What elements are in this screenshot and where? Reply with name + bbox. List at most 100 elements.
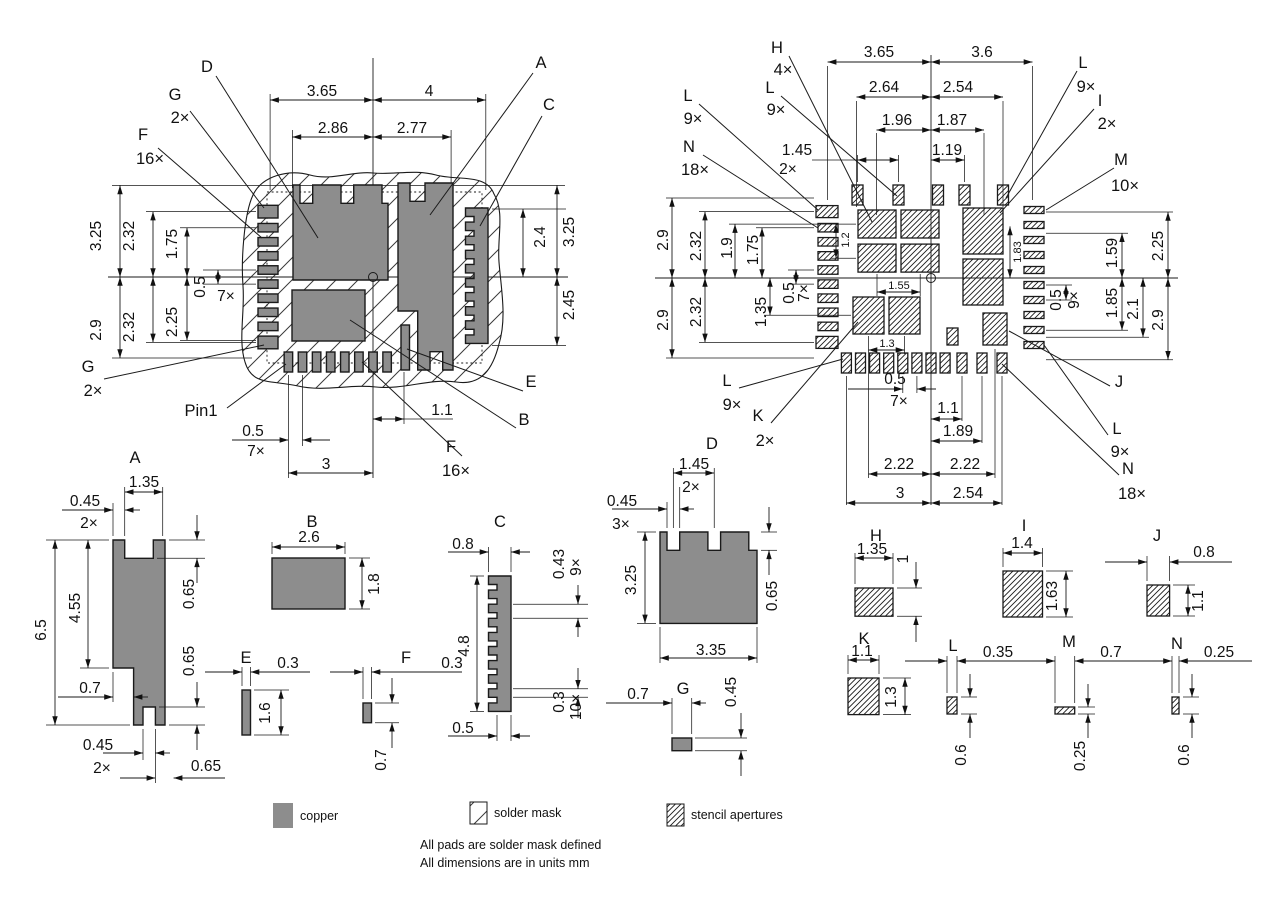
rv-dim-05lq: 7×: [796, 284, 813, 302]
lv-dim-232d: 2.32: [121, 312, 138, 342]
rv-dim-29r: 2.9: [1150, 309, 1167, 331]
detail-i: I 1.4 1.63: [1002, 517, 1073, 618]
legend: copper solder mask stencil apertures: [273, 801, 783, 828]
callout-l5-qty: 9×: [723, 396, 742, 414]
center-mark: [926, 273, 936, 283]
detail-i-title: I: [1022, 517, 1027, 535]
rv-dim-175: 1.75: [745, 235, 762, 265]
detail-l: L 0.35 0.6: [905, 637, 1046, 766]
f-03: 0.3: [441, 655, 463, 672]
detail-c-title: C: [494, 513, 506, 531]
rv-dim-19: 1.9: [719, 237, 736, 259]
stencil-apertures: [815, 184, 1045, 374]
callouts: H 4× L 9× L 9× N 18× L 9× I 2× M 10× J L…: [681, 39, 1146, 503]
h-135: 1.35: [857, 541, 887, 558]
detail-i-shape: [1002, 570, 1044, 618]
d-335: 3.35: [696, 642, 726, 659]
lv-dim-325r: 3.25: [561, 217, 578, 247]
aperture-j: [982, 312, 1008, 346]
a-045tq: 2×: [80, 515, 98, 532]
right-footprint-view: 3.65 3.6 2.64 2.54 1.96 1.87 1.45 2× 1.1…: [655, 39, 1178, 506]
lv-dim-4: 4: [425, 83, 434, 100]
pad-c: [464, 207, 489, 345]
callout-l3-qty: 9×: [1077, 78, 1096, 96]
rv-dim-145: 1.45: [782, 142, 812, 159]
callout-l1: L: [765, 79, 774, 97]
a-045bq: 2×: [93, 760, 111, 777]
d-045: 0.45: [607, 493, 637, 510]
i-163: 1.63: [1044, 581, 1061, 611]
stencil-swatch: [666, 803, 685, 827]
aperture-h: [857, 209, 897, 239]
rv-dim-185: 1.85: [1104, 288, 1121, 318]
callout-f-left-qty: 16×: [136, 150, 164, 168]
note-line1: All pads are solder mask defined: [420, 838, 601, 852]
a-045t: 0.45: [70, 493, 100, 510]
detail-e-title: E: [240, 649, 251, 667]
legend-stencil: stencil apertures: [691, 808, 783, 822]
lv-dim-11: 1.1: [431, 402, 453, 419]
dimension-lines: [117, 97, 560, 476]
detail-a-title: A: [129, 449, 140, 467]
solder-mask-swatch: [469, 801, 488, 825]
callout-e: E: [525, 373, 536, 391]
k-11: 1.1: [851, 643, 873, 660]
d-065: 0.65: [764, 581, 781, 611]
callout-j: J: [1115, 373, 1123, 391]
i-14: 1.4: [1011, 535, 1033, 552]
rv-dim-11: 1.1: [937, 400, 959, 417]
pad-g-bottom: [257, 335, 279, 350]
detail-h-shape: [854, 587, 894, 617]
callout-l3: L: [1078, 54, 1087, 72]
rv-dim-365: 3.65: [864, 44, 894, 61]
detail-h: H 1.35 1: [854, 527, 922, 642]
detail-n-title: N: [1171, 635, 1183, 653]
pad-g-top: [257, 204, 279, 219]
h-1: 1: [895, 555, 912, 564]
detail-k: K 1.1 1.3: [847, 630, 911, 716]
dimension-texts: 3.65 4 2.86 2.77 3.25 2.32 1.75 0.5 7× 2…: [88, 83, 578, 473]
pad-pin1: [283, 351, 294, 373]
detail-j-shape: [1146, 584, 1171, 617]
detail-n-shape: [1171, 696, 1180, 715]
detail-k-title: K: [858, 630, 869, 648]
pad-b: [291, 289, 366, 342]
d-145q: 2×: [682, 479, 700, 496]
callout-n1-qty: 18×: [681, 161, 709, 179]
c-03q: 10×: [568, 694, 585, 720]
detail-f-shape: [362, 702, 373, 724]
rv-dim-222l: 2.22: [884, 456, 914, 473]
rv-dim-254t: 2.54: [943, 79, 974, 96]
callout-g-bottom-qty: 2×: [84, 382, 103, 400]
rv-dim-05bq: 7×: [890, 393, 908, 410]
copper-swatch: [273, 803, 293, 828]
detail-h-title: H: [870, 527, 882, 545]
callout-i-qty: 2×: [1098, 115, 1117, 133]
rv-dim-145q: 2×: [779, 161, 797, 178]
b-18: 1.8: [366, 573, 383, 595]
a-065c: 0.65: [191, 758, 221, 775]
callout-g-top: G: [169, 86, 182, 104]
callout-h-qty: 4×: [774, 61, 793, 79]
rv-dim-05l: 0.5: [781, 282, 798, 304]
callout-n2: N: [1122, 460, 1134, 478]
rv-dim-13: 1.3: [879, 338, 894, 350]
pad-e: [400, 324, 411, 371]
g-07: 0.7: [627, 686, 649, 703]
detail-d-title: D: [706, 435, 718, 453]
a-065a: 0.65: [181, 579, 198, 609]
callout-b: B: [518, 411, 529, 429]
legend-copper: copper: [300, 809, 338, 823]
aperture-i: [962, 207, 1004, 255]
callout-k-qty: 2×: [756, 432, 775, 450]
rv-dim-05r: 0.5: [1048, 289, 1065, 311]
legend-solder-mask: solder mask: [494, 806, 562, 820]
rv-dim-232l: 2.32: [688, 297, 705, 327]
detail-a: A 1.35 0.45 2× 6.5 4.55 0.65 0.65 0.7 0.…: [33, 449, 225, 783]
e-03: 0.3: [277, 655, 299, 672]
rv-dim-135: 1.35: [753, 297, 770, 327]
rv-dim-159: 1.59: [1104, 238, 1121, 268]
lv-dim-175: 1.75: [164, 229, 181, 259]
lv-dim-245: 2.45: [561, 290, 578, 320]
center-mark: [368, 272, 378, 282]
